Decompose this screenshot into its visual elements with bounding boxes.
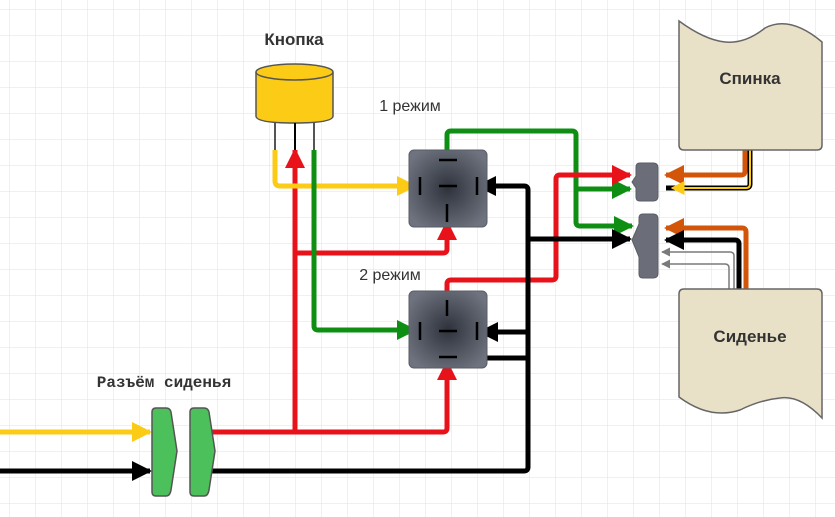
relay-1-body [408,149,488,228]
wire-red-relay2[interactable] [295,360,457,435]
wire-green-relay1-out[interactable] [444,128,634,236]
backrest-label: Спинка [719,69,781,88]
wire-black-ground[interactable] [212,176,531,474]
connector-bottom[interactable] [631,213,659,279]
seat-component[interactable]: Сиденье [678,288,823,420]
wire-green-button-relay2[interactable] [311,150,417,340]
wire-orange-seat[interactable] [664,218,749,290]
button-top [255,63,334,81]
relay-1-label: 1 режим [379,98,441,115]
button-component[interactable]: Кнопка [255,30,334,150]
relay-2-body [408,290,488,369]
wire-gray-seat-2[interactable] [661,259,730,290]
wire-red-relay1[interactable] [295,220,457,256]
seat-body [678,288,823,420]
seat-connector-plug-right [189,407,216,497]
seat-connector-plug-left [151,407,178,497]
connector-top[interactable] [631,162,659,202]
wire-black-seat[interactable] [664,230,742,290]
backrest-body [678,19,823,151]
wire-gray-seat-1[interactable] [661,247,735,290]
button-label: Кнопка [264,30,324,49]
relay-1[interactable]: 1 режим [379,98,488,228]
wire-orange-backrest[interactable] [664,150,748,185]
relay-1-contacts [418,158,479,222]
wire-red-relay2-out[interactable] [444,165,632,300]
relay-2[interactable]: 2 режим [359,267,488,369]
wires [0,128,753,481]
wire-yellow-button-relay1[interactable] [272,150,417,196]
seat-label: Сиденье [713,327,786,346]
relay-2-label: 2 режим [359,267,421,284]
relay-2-contacts [418,300,479,359]
wire-yellow-backrest[interactable] [670,150,751,195]
seat-connector-component[interactable]: Разъём сиденья [97,374,231,497]
backrest-component[interactable]: Спинка [678,19,823,151]
seat-connector-label: Разъём сиденья [97,374,231,392]
